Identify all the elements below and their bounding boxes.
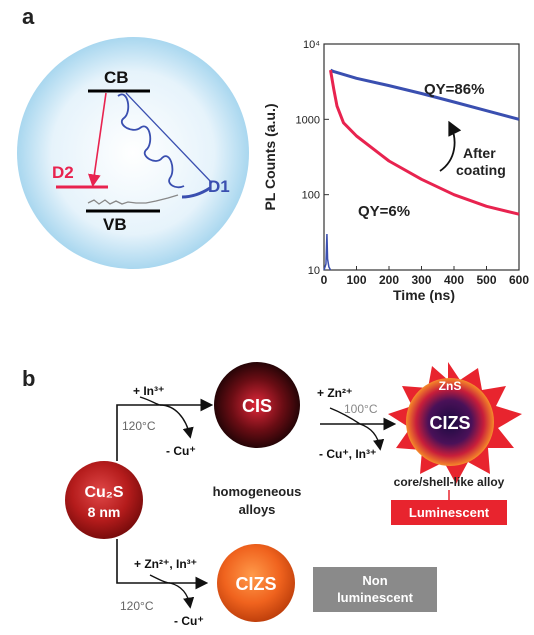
step-1-in-arrow (139, 396, 161, 406)
qy-86-annotation: QY=86% (424, 81, 484, 98)
step-2-add-label: + Zn²⁺ (317, 386, 352, 400)
coating-annotation: coating (456, 162, 506, 178)
step-1-temp-label: 120°C (122, 419, 156, 433)
step-2-temp-label: 100°C (344, 402, 378, 416)
qy-6-annotation: QY=6% (358, 203, 410, 220)
axis-ticks: 0 100 200 300 400 500 600 10 100 1000 10⁴ (296, 39, 530, 287)
cu2s-label: Cu₂S (84, 484, 123, 501)
cizs-core-sphere (406, 378, 494, 466)
step-3-side-arrow (169, 582, 195, 609)
cb-label: CB (104, 68, 129, 87)
cu2s-size-label: 8 nm (88, 504, 121, 520)
x-tick-label: 0 (321, 273, 328, 287)
vb-label: VB (103, 215, 127, 234)
d2-label: D2 (52, 163, 74, 182)
cu2s-sphere (65, 461, 143, 539)
cizs-core-shell-particle: ZnS CIZS core/shell-like alloy Luminesce… (388, 362, 522, 525)
non-luminescent-box (313, 567, 437, 612)
luminescent-label: Luminescent (409, 505, 490, 520)
panel-a-label: a (22, 4, 35, 29)
energy-level-diagram: CB VB D2 D1 (17, 37, 249, 269)
x-tick-label: 400 (444, 273, 464, 287)
alloys-label: alloys (239, 502, 276, 517)
step-3-remove-label: - Cu⁺ (174, 614, 204, 628)
step-2-pathway: + Zn²⁺ 100°C - Cu⁺, In³⁺ (317, 386, 397, 461)
cis-sphere (214, 362, 300, 448)
step-2-side-arrow (359, 423, 385, 451)
cis-particle: CIS homogeneous alloys (213, 362, 302, 517)
relaxation-squiggle (87, 194, 179, 205)
y-tick-label: 1000 (296, 114, 320, 126)
x-tick-label: 300 (411, 273, 431, 287)
after-annotation: After (463, 145, 496, 161)
zns-shell-label: ZnS (439, 379, 462, 393)
step-1-add-label: + In³⁺ (133, 384, 164, 398)
step-3-in-arrow (149, 574, 171, 584)
series-line-qy86 (329, 68, 520, 121)
y-tick-label: 10 (308, 265, 320, 277)
nonradiative-wavy-arrow (117, 93, 185, 189)
d1-level (181, 186, 211, 199)
panel-b-label: b (22, 366, 35, 391)
step-2-remove-label: - Cu⁺, In³⁺ (319, 447, 376, 461)
y-tick-label: 100 (302, 190, 320, 202)
after-coating-arrow (439, 120, 462, 172)
step-3-pathway: + Zn²⁺, In³⁺ 120°C - Cu⁺ (116, 539, 209, 628)
step-1-side-arrow (159, 404, 194, 439)
d2-emission-arrow (88, 92, 107, 188)
cizs-bottom-label: CIZS (235, 574, 276, 594)
step-2-in-arrow (329, 407, 361, 425)
pl-decay-chart: 0 100 200 300 400 500 600 10 100 1000 10⁴ Time (ns… (262, 39, 529, 303)
x-tick-label: 500 (476, 273, 496, 287)
cu2s-particle: Cu₂S 8 nm (65, 461, 143, 539)
y-tick-label: 10⁴ (303, 39, 320, 51)
nanocrystal-glow (17, 37, 249, 269)
step-3-temp-label: 120°C (120, 599, 154, 613)
cizs-alloy-particle: CIZS Non luminescent (217, 544, 437, 622)
x-tick-label: 200 (379, 273, 399, 287)
cis-label: CIS (242, 396, 272, 416)
instrument-response-spike (323, 234, 332, 271)
d1-label: D1 (208, 177, 230, 196)
x-tick-label: 100 (346, 273, 366, 287)
luminescent-sub-label: luminescent (337, 590, 414, 605)
cizs-orange-sphere (217, 544, 295, 622)
step-1-pathway: + In³⁺ 120°C - Cu⁺ (116, 384, 214, 461)
d1-transfer-line (125, 92, 213, 184)
x-axis-label: Time (ns) (393, 287, 455, 303)
step-1-remove-label: - Cu⁺ (166, 444, 196, 458)
step-1-arrow (116, 398, 214, 461)
step-3-arrow (116, 539, 209, 590)
series-group (323, 68, 520, 271)
non-label: Non (362, 573, 387, 588)
step-3-add-label: + Zn²⁺, In³⁺ (134, 557, 197, 571)
y-axis-label: PL Counts (a.u.) (262, 103, 278, 210)
cizs-core-label: CIZS (429, 413, 470, 433)
x-tick-label: 600 (509, 273, 529, 287)
homogeneous-label: homogeneous (213, 484, 302, 499)
luminescent-box (391, 500, 507, 525)
core-shell-label: core/shell-like alloy (394, 475, 505, 489)
series-line-qy6 (329, 69, 520, 216)
